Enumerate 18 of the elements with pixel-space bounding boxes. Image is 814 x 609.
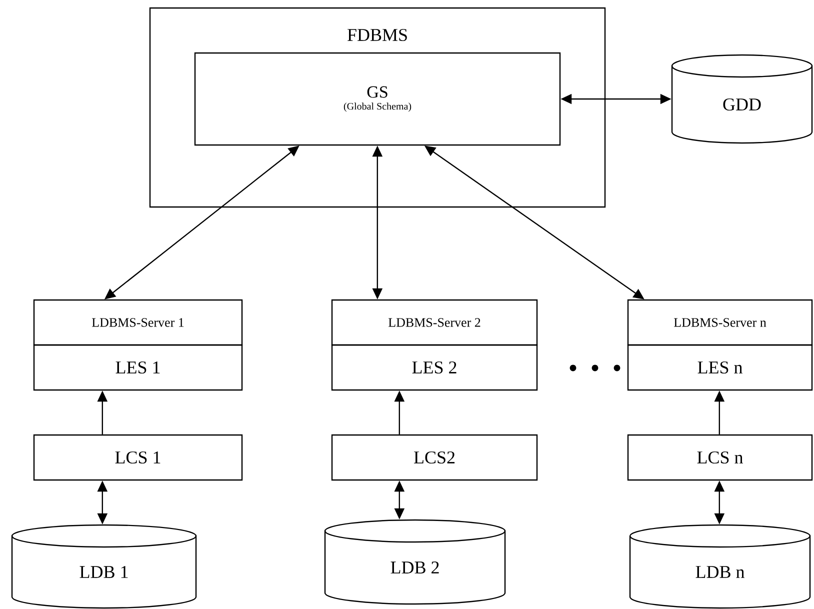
node-label: LDB 2 <box>390 562 439 574</box>
process-box: LCS n <box>627 434 813 481</box>
database-cylinder: LDB n <box>629 524 811 609</box>
database-cylinder: LDB 1 <box>11 524 197 609</box>
process-box: LES 2 <box>331 344 538 391</box>
process-box: LDBMS-Server 2 <box>331 299 538 346</box>
process-box: LES 1 <box>33 344 243 391</box>
process-box: LES n <box>627 344 813 391</box>
process-box: LDBMS-Server 1 <box>33 299 243 346</box>
process-box: GS (Global Schema) <box>194 52 561 146</box>
node-label: GDD <box>723 98 761 111</box>
process-box: LCS 1 <box>33 434 243 481</box>
database-cylinder: LDB 2 <box>324 519 506 605</box>
node-label: LDB 1 <box>80 566 128 578</box>
database-cylinder: GDD <box>671 54 813 144</box>
process-box: LCS2 <box>331 434 538 481</box>
node-label: LDB n <box>696 566 744 578</box>
process-box: LDBMS-Server n <box>627 299 813 346</box>
